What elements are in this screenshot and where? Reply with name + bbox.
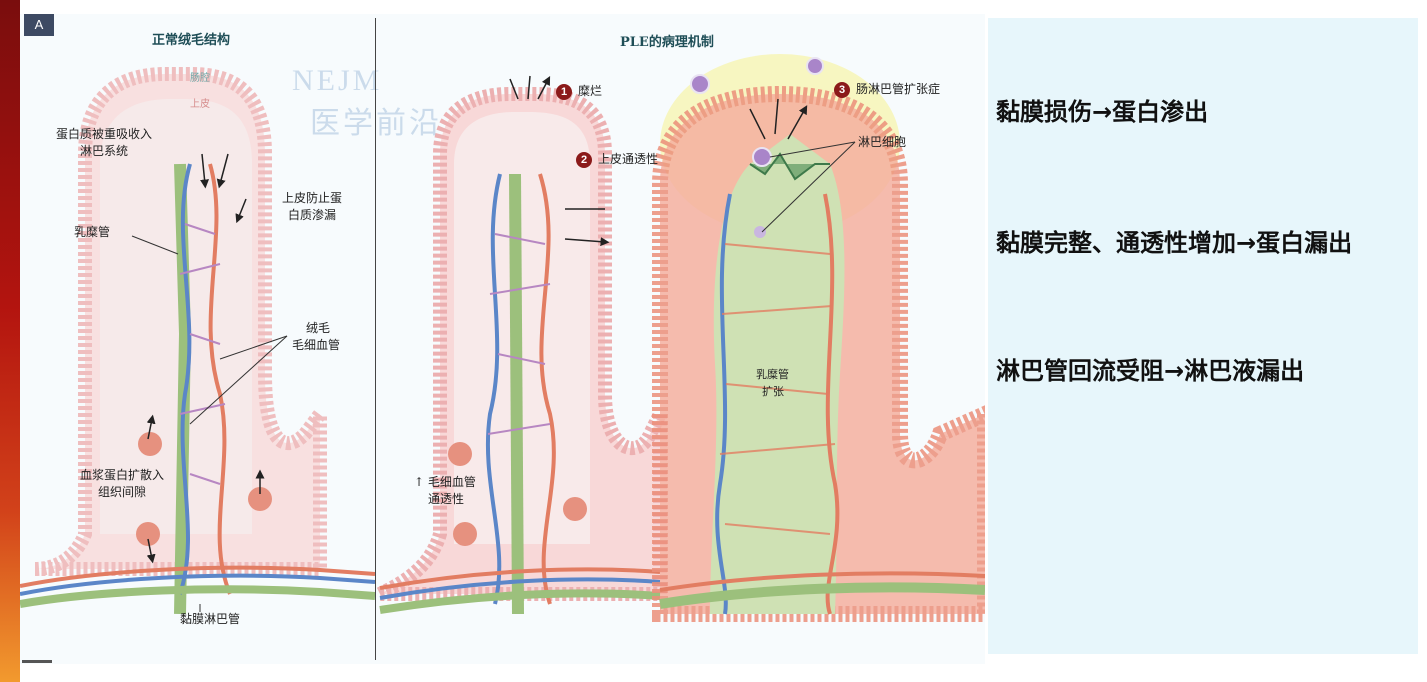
label-capillary-2: 毛细血管	[292, 338, 341, 352]
label-protein-absorb-2: 淋巴系统	[80, 144, 129, 158]
label-lumen: 肠腔	[190, 73, 210, 84]
watermark-nejm: NEJM	[292, 64, 383, 97]
key-points-panel: 黏膜损伤→蛋白渗出 黏膜完整、通透性增加→蛋白漏出 淋巴管回流受阻→淋巴液漏出	[988, 18, 1418, 654]
label-plasma-protein-2: 组织间隙	[98, 485, 147, 499]
label-epithelium: 上皮	[190, 99, 210, 110]
step2-number: 2	[576, 152, 592, 168]
panel-divider	[375, 18, 376, 660]
step3-number: 3	[834, 82, 850, 98]
label-lacteal-dilation-2: 扩张	[762, 385, 784, 398]
label-protein-absorb-1: 蛋白质被重吸收入	[56, 127, 153, 141]
label-epithelium-prevent-1: 上皮防止蛋	[282, 191, 343, 205]
slide-footer-mark	[22, 660, 52, 663]
label-lacteal: 乳糜管	[74, 225, 111, 239]
label-plasma-protein-1: 血浆蛋白扩散入	[80, 468, 165, 482]
lymphangiectasia-villus	[652, 54, 985, 622]
label-capillary-perm-2: 通透性	[428, 492, 465, 506]
key-point-2: 黏膜完整、通透性增加→蛋白漏出	[996, 229, 1353, 257]
label-mucosal-lymph: 黏膜淋巴管	[180, 612, 241, 626]
label-lymphocyte: 淋巴细胞	[858, 135, 907, 149]
key-point-3: 淋巴管回流受阻→淋巴液漏出	[996, 357, 1305, 385]
label-lacteal-dilation-1: 乳糜管	[756, 368, 789, 381]
slide-edge-decoration	[0, 0, 20, 682]
ple-figure: NEJM 医学前沿 A 正常绒毛结构 肠腔 上皮 蛋白质被重吸收入 淋巴系统 上…	[20, 14, 985, 664]
normal-villus	[20, 67, 376, 615]
panel-tag: A	[24, 14, 54, 36]
ple-mechanism-title: PLE的病理机制	[620, 35, 714, 50]
normal-villus-title: 正常绒毛结构	[152, 33, 231, 48]
watermark-cn: 医学前沿	[310, 107, 442, 140]
key-point-1: 黏膜损伤→蛋白渗出	[996, 98, 1209, 126]
step2-label: 上皮通透性	[598, 152, 659, 166]
villus-illustration	[20, 54, 985, 622]
label-capillary-1: 绒毛	[306, 321, 331, 335]
label-capillary-perm-1: ↑ 毛细血管	[414, 475, 476, 489]
step1-number: 1	[556, 84, 572, 100]
step3-label: 肠淋巴管扩张症	[856, 82, 941, 96]
label-epithelium-prevent-2: 白质渗漏	[288, 208, 337, 222]
permeability-villus	[376, 76, 667, 615]
step1-label: 糜烂	[578, 84, 603, 98]
